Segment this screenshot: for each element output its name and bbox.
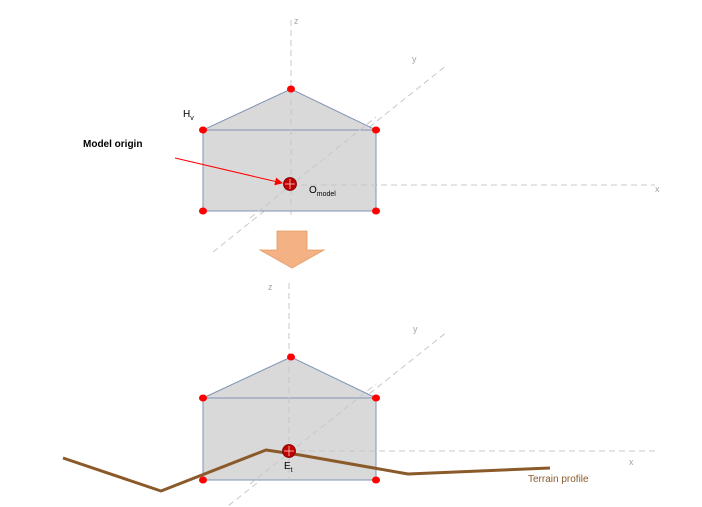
bottom-vertex-base-left: [199, 476, 207, 484]
top-vertex-eave-right: [372, 126, 380, 134]
bottom-vertex-base-right: [372, 476, 380, 484]
model-origin-callout: Model origin: [83, 139, 142, 150]
top-vertex-base-right: [372, 207, 380, 215]
bottom-vertex-eave-right: [372, 394, 380, 402]
top-vertex-ridge: [287, 85, 295, 93]
origin-model-label: Omodel: [309, 185, 336, 198]
transform-down-arrow: [258, 230, 326, 269]
bottom-y-label: y: [413, 324, 418, 334]
top-house-shape: [202, 88, 377, 212]
bottom-y-axis-over: [249, 383, 377, 485]
terrain-profile-label: Terrain profile: [528, 474, 589, 485]
et-label: Et: [284, 461, 293, 474]
bottom-z-label: z: [268, 282, 273, 292]
bottom-x-label: x: [629, 457, 634, 467]
hv-label: Hv: [183, 109, 194, 122]
top-y-label: y: [412, 54, 417, 64]
bottom-vertex-eave-left: [199, 394, 207, 402]
top-z-label: z: [294, 16, 299, 26]
top-view: z y x Hv Model origin Omodel: [83, 16, 660, 253]
model-origin-arrow: [174, 157, 283, 186]
top-vertex-base-left: [199, 207, 207, 215]
bottom-vertex-ridge: [287, 353, 295, 361]
top-x-label: x: [655, 184, 660, 194]
bottom-view: z y x Et Terrain profile: [62, 282, 655, 507]
top-vertex-hv: [199, 126, 207, 134]
top-y-axis-over: [249, 116, 377, 219]
